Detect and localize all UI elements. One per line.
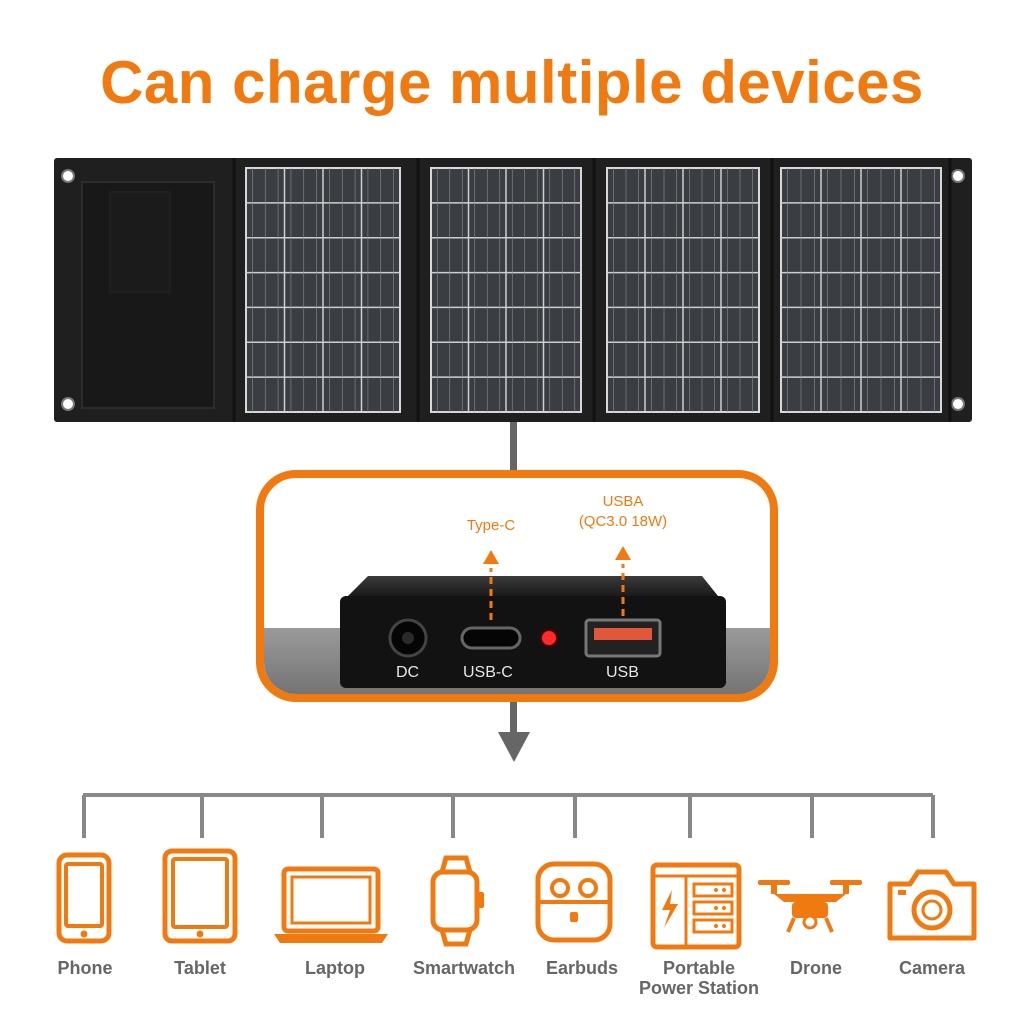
camera-icon [887, 869, 977, 941]
usba-label-line-2: (QC3.0 18W) [578, 513, 668, 530]
usba-label-line-1: USBA [602, 493, 644, 510]
usba-label: USBA (QC3.0 18W) [558, 492, 688, 532]
headline: Can charge multiple devices [100, 49, 924, 116]
device-earbuds [534, 860, 614, 949]
charger-illustration [264, 546, 770, 694]
solar-panel-illustration [54, 158, 972, 422]
device-camera [886, 866, 978, 947]
device-smartwatch [428, 854, 486, 953]
device-label-camera: Camera [898, 958, 966, 978]
usba-arrow-icon [615, 546, 631, 560]
usb-c-port [460, 626, 522, 650]
device-label-earbuds: Earbuds [545, 958, 619, 978]
device-power-station [650, 862, 742, 955]
led-indicator [540, 629, 558, 647]
down-arrow-icon [498, 732, 530, 762]
usb-stamp: USB [606, 664, 639, 681]
device-drone [756, 876, 864, 941]
device-label-tablet: Tablet [174, 958, 226, 978]
tablet-icon [162, 848, 238, 944]
device-phone [56, 852, 112, 949]
device-label-power-station: Portable Power Station [624, 958, 774, 998]
earbuds-icon [535, 861, 613, 943]
device-label-power-station-line-1: Portable [662, 958, 736, 978]
device-label-phone: Phone [57, 958, 113, 978]
type-c-arrow-icon [483, 550, 499, 564]
device-label-power-station-line-2: Power Station [638, 978, 759, 998]
solar-panel [54, 158, 972, 422]
device-label-laptop: Laptop [305, 958, 365, 978]
power-station-icon [650, 862, 742, 950]
device-laptop [272, 866, 390, 951]
panel-cable [510, 422, 517, 470]
usb-c-stamp: USB-C [463, 664, 513, 681]
drone-icon [758, 880, 862, 933]
charger-callout: DC USB-C USB Type-C USBA (QC3.0 18W) [256, 470, 778, 702]
device-label-smartwatch: Smartwatch [412, 958, 516, 978]
laptop-icon [274, 866, 388, 943]
output-cable [510, 702, 517, 734]
dc-stamp: DC [396, 664, 420, 681]
phone-icon [56, 852, 112, 944]
smartwatch-icon [430, 855, 484, 947]
device-label-drone: Drone [789, 958, 842, 978]
device-tablet [162, 848, 238, 949]
type-c-label: Type-C [466, 517, 516, 534]
